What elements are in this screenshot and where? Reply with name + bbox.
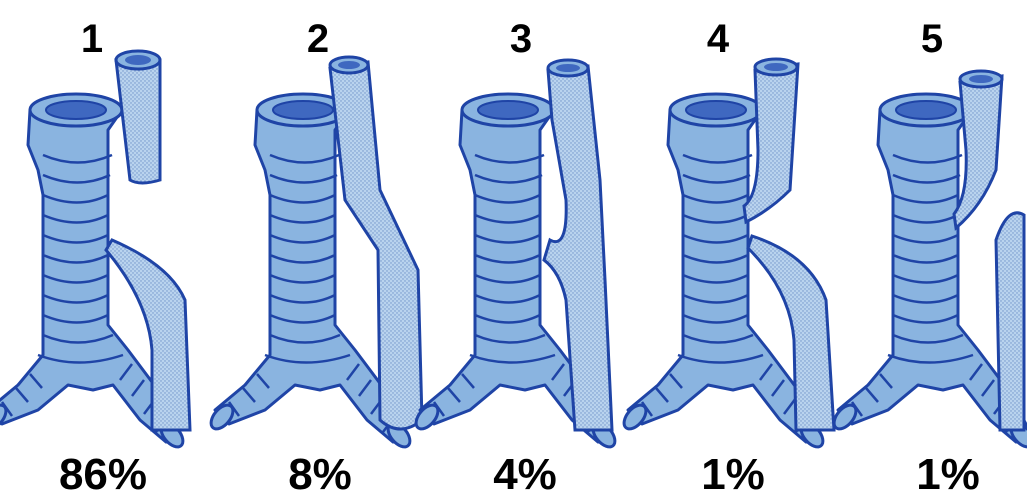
panel-4-number: 4 [707, 17, 730, 61]
panel-5-percent: 1% [916, 450, 980, 497]
upper-esophagus-fistula [744, 64, 798, 222]
panel-5 [830, 71, 1027, 451]
panel-3 [412, 60, 619, 451]
panel-2 [207, 57, 422, 451]
panel-5-number: 5 [921, 17, 943, 61]
panel-2-number: 2 [307, 17, 329, 61]
panel-4-percent: 1% [701, 450, 765, 497]
panel-1-number: 1 [81, 17, 103, 61]
upper-esophagus-fistula [954, 76, 1002, 228]
upper-esophagus-pouch [116, 60, 160, 183]
panel-1-percent: 86% [59, 450, 147, 497]
panel-3-number: 3 [510, 17, 532, 61]
panel-2-percent: 8% [288, 450, 352, 497]
panel-4 [620, 59, 834, 451]
panel-1 [0, 51, 190, 451]
lower-esophagus-pouch [996, 213, 1024, 430]
panel-3-percent: 4% [493, 450, 557, 497]
